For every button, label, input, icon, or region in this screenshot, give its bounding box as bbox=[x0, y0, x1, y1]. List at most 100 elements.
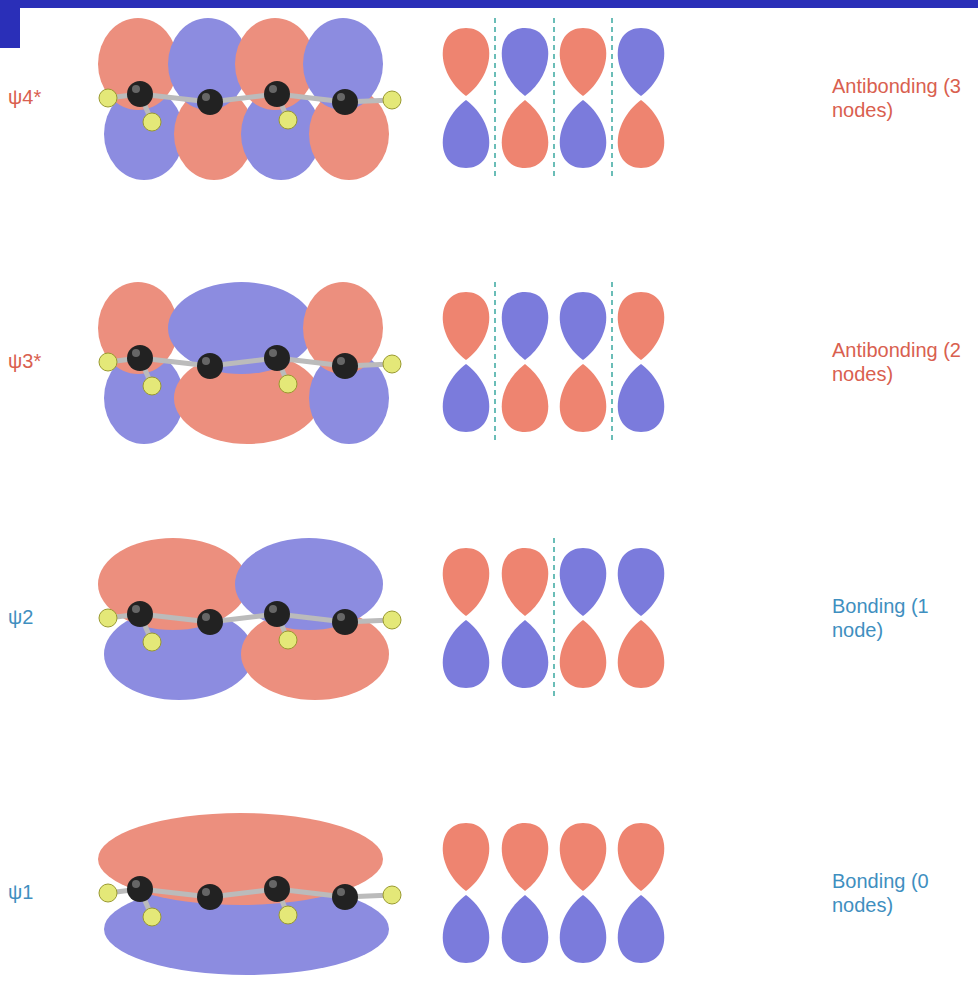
p-orbital-lobe bbox=[443, 100, 490, 168]
orbital-name: ψ3* bbox=[8, 349, 68, 373]
atom-highlight bbox=[132, 349, 140, 357]
hydrogen-atom bbox=[279, 631, 297, 649]
hydrogen-atom bbox=[99, 884, 117, 902]
carbon-atom bbox=[197, 609, 223, 635]
orbital-row bbox=[98, 282, 664, 444]
p-orbital-lobe bbox=[560, 895, 607, 963]
carbon-atom bbox=[197, 884, 223, 910]
p-orbital-lobe bbox=[443, 620, 490, 688]
atom-highlight bbox=[337, 613, 345, 621]
p-orbital-lobe bbox=[502, 620, 549, 688]
carbon-atom bbox=[332, 353, 358, 379]
carbon-atom bbox=[197, 89, 223, 115]
p-orbital-lobe bbox=[618, 895, 665, 963]
orbital-lobe bbox=[98, 538, 248, 630]
carbon-atom bbox=[127, 345, 153, 371]
p-orbital-lobe bbox=[560, 823, 607, 891]
p-orbital-lobe bbox=[618, 100, 665, 168]
carbon-atom bbox=[127, 601, 153, 627]
p-orbital-lobe bbox=[618, 292, 665, 360]
atom-highlight bbox=[337, 357, 345, 365]
carbon-atom bbox=[197, 353, 223, 379]
orbital-type: Antibonding (3 nodes) bbox=[832, 74, 972, 122]
hydrogen-atom bbox=[279, 906, 297, 924]
atom-highlight bbox=[337, 888, 345, 896]
orbital-lobe bbox=[98, 813, 383, 905]
p-orbital-lobe bbox=[443, 364, 490, 432]
atom-highlight bbox=[269, 880, 277, 888]
orbital-type: Antibonding (2 nodes) bbox=[832, 338, 972, 386]
atom-highlight bbox=[269, 85, 277, 93]
hydrogen-atom bbox=[383, 886, 401, 904]
p-orbital-lobe bbox=[560, 620, 607, 688]
carbon-atom bbox=[332, 609, 358, 635]
hydrogen-atom bbox=[143, 908, 161, 926]
node-plane bbox=[611, 282, 613, 442]
p-orbital-lobe bbox=[618, 28, 665, 96]
orbital-name: ψ1 bbox=[8, 880, 68, 904]
carbon-atom bbox=[264, 345, 290, 371]
hydrogen-atom bbox=[143, 633, 161, 651]
p-orbital-lobe bbox=[443, 548, 490, 616]
atom-highlight bbox=[269, 605, 277, 613]
header-block bbox=[0, 0, 20, 48]
hydrogen-atom bbox=[99, 89, 117, 107]
carbon-atom bbox=[332, 89, 358, 115]
hydrogen-atom bbox=[279, 375, 297, 393]
orbital-row bbox=[98, 18, 664, 180]
orbital-type: Bonding (1 node) bbox=[832, 594, 972, 642]
orbital-type: Bonding (0 nodes) bbox=[832, 869, 972, 917]
hydrogen-atom bbox=[143, 377, 161, 395]
node-plane bbox=[611, 18, 613, 178]
carbon-atom bbox=[264, 876, 290, 902]
p-orbital-lobe bbox=[560, 548, 607, 616]
p-orbital-lobe bbox=[502, 100, 549, 168]
atom-highlight bbox=[269, 349, 277, 357]
carbon-atom bbox=[264, 81, 290, 107]
hydrogen-atom bbox=[383, 91, 401, 109]
hydrogen-atom bbox=[383, 611, 401, 629]
atom-highlight bbox=[202, 613, 210, 621]
p-orbital-lobe bbox=[502, 823, 549, 891]
atom-highlight bbox=[202, 93, 210, 101]
p-orbital-lobe bbox=[618, 364, 665, 432]
carbon-atom bbox=[127, 81, 153, 107]
orbital-row bbox=[98, 813, 664, 975]
p-orbital-lobe bbox=[502, 364, 549, 432]
p-orbital-lobe bbox=[502, 292, 549, 360]
atom-highlight bbox=[202, 357, 210, 365]
atom-highlight bbox=[132, 605, 140, 613]
p-orbital-lobe bbox=[443, 895, 490, 963]
hydrogen-atom bbox=[279, 111, 297, 129]
carbon-atom bbox=[332, 884, 358, 910]
p-orbital-lobe bbox=[560, 100, 607, 168]
hydrogen-atom bbox=[143, 113, 161, 131]
p-orbital-lobe bbox=[502, 895, 549, 963]
carbon-atom bbox=[127, 876, 153, 902]
orbital-row bbox=[98, 538, 664, 700]
p-orbital-lobe bbox=[502, 548, 549, 616]
atom-highlight bbox=[132, 85, 140, 93]
p-orbital-lobe bbox=[618, 823, 665, 891]
p-orbital-lobe bbox=[560, 364, 607, 432]
p-orbital-lobe bbox=[560, 292, 607, 360]
p-orbital-lobe bbox=[443, 292, 490, 360]
header-bar bbox=[0, 0, 978, 8]
hydrogen-atom bbox=[383, 355, 401, 373]
atom-highlight bbox=[132, 880, 140, 888]
p-orbital-lobe bbox=[618, 548, 665, 616]
atom-highlight bbox=[202, 888, 210, 896]
p-orbital-lobe bbox=[443, 28, 490, 96]
node-plane bbox=[553, 538, 555, 698]
node-plane bbox=[494, 282, 496, 442]
orbital-name: ψ2 bbox=[8, 605, 68, 629]
node-plane bbox=[494, 18, 496, 178]
orbital-name: ψ4* bbox=[8, 85, 68, 109]
node-plane bbox=[553, 18, 555, 178]
p-orbital-lobe bbox=[560, 28, 607, 96]
atom-highlight bbox=[337, 93, 345, 101]
p-orbital-lobe bbox=[443, 823, 490, 891]
p-orbital-lobe bbox=[618, 620, 665, 688]
carbon-atom bbox=[264, 601, 290, 627]
